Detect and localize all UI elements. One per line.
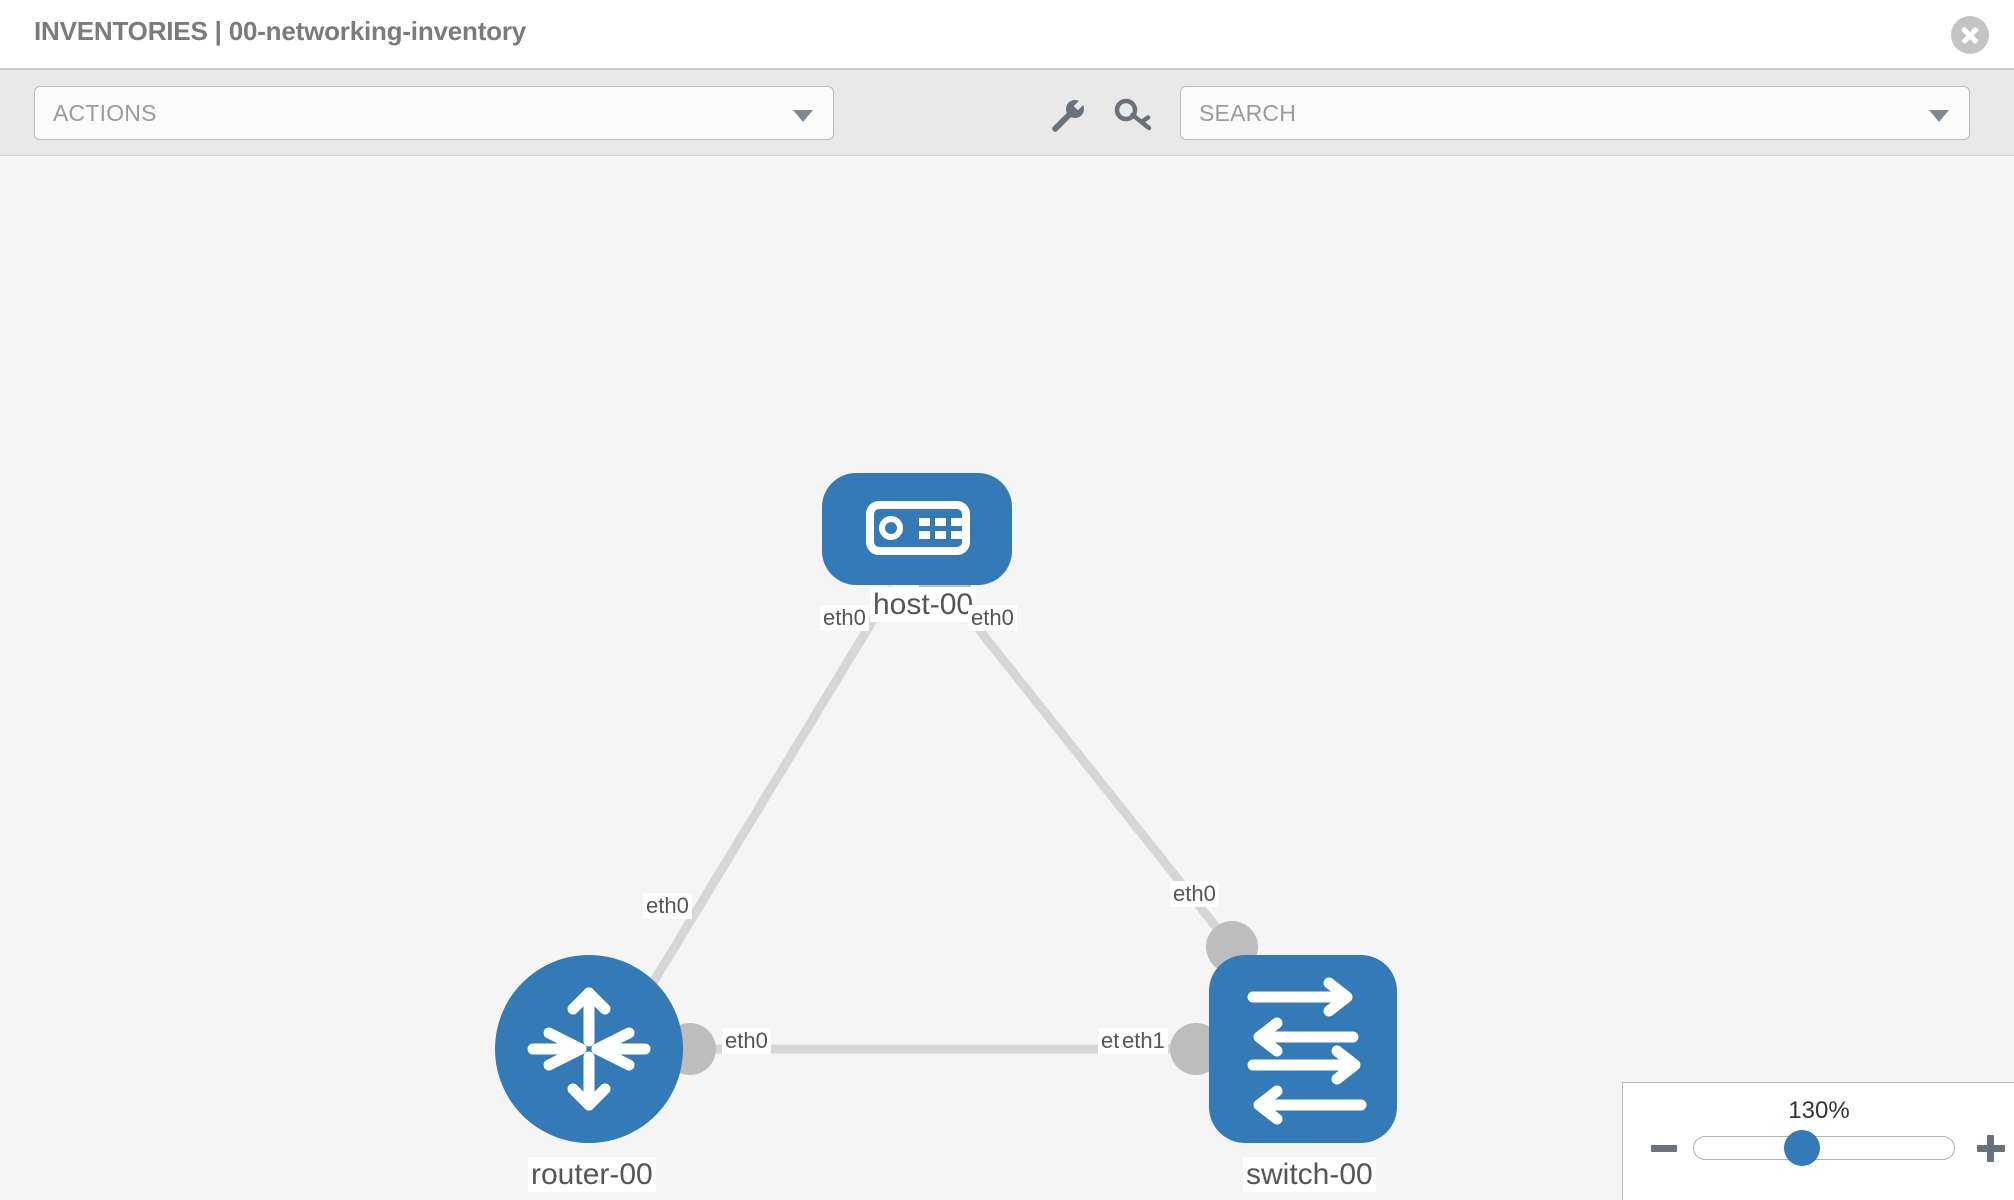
zoom-slider-thumb[interactable] (1784, 1130, 1820, 1166)
zoom-slider[interactable] (1693, 1136, 1955, 1160)
topology-links (616, 584, 1244, 1054)
topology-canvas[interactable]: host-00 router-00 switch-00 eth0 eth0 et… (0, 157, 2014, 1200)
node-switch-00 (1209, 955, 1397, 1143)
node-host-00 (822, 473, 1012, 585)
server-icon (866, 501, 970, 555)
link-label-host-eth0-right: eth0 (968, 605, 1017, 632)
page-title: INVENTORIES | 00-networking-inventory (34, 16, 527, 46)
actions-dropdown[interactable]: ACTIONS (34, 86, 834, 140)
node-label-switch-00: switch-00 (1243, 1157, 1376, 1192)
chevron-down-icon (793, 110, 813, 122)
zoom-percent-label: 130% (1788, 1097, 1850, 1124)
link-label-router-eth0-right: eth0 (722, 1028, 771, 1055)
link-label-switch-eth1: eth1 (1119, 1028, 1168, 1055)
link-label-host-eth0-left: eth0 (820, 605, 869, 632)
toolbar: ACTIONS SEARCH (0, 70, 2014, 156)
zoom-control-panel: 130% (1622, 1082, 2014, 1200)
wrench-icon[interactable] (1045, 96, 1087, 134)
node-router-00 (495, 955, 683, 1143)
node-label-host-00: host-00 (870, 587, 977, 622)
actions-dropdown-label: ACTIONS (53, 100, 157, 126)
search-input[interactable]: SEARCH (1199, 100, 1297, 126)
topology-graph[interactable] (0, 157, 2014, 1200)
zoom-in-button[interactable] (1975, 1131, 2009, 1165)
chevron-down-icon (1929, 110, 1949, 122)
zoom-out-button[interactable] (1649, 1131, 1683, 1165)
close-icon[interactable] (1951, 16, 1989, 54)
node-label-router-00: router-00 (528, 1157, 656, 1192)
switch-arrows-icon (1247, 977, 1367, 1125)
link-label-switch-eth0-up: eth0 (1170, 881, 1219, 908)
link-label-router-eth0-up: eth0 (643, 893, 692, 920)
search-dropdown[interactable]: SEARCH (1180, 86, 1970, 140)
link-host-router (616, 584, 897, 1040)
page-header: INVENTORIES | 00-networking-inventory (0, 0, 2014, 70)
key-icon[interactable] (1113, 96, 1155, 134)
router-arrows-icon (527, 987, 651, 1111)
